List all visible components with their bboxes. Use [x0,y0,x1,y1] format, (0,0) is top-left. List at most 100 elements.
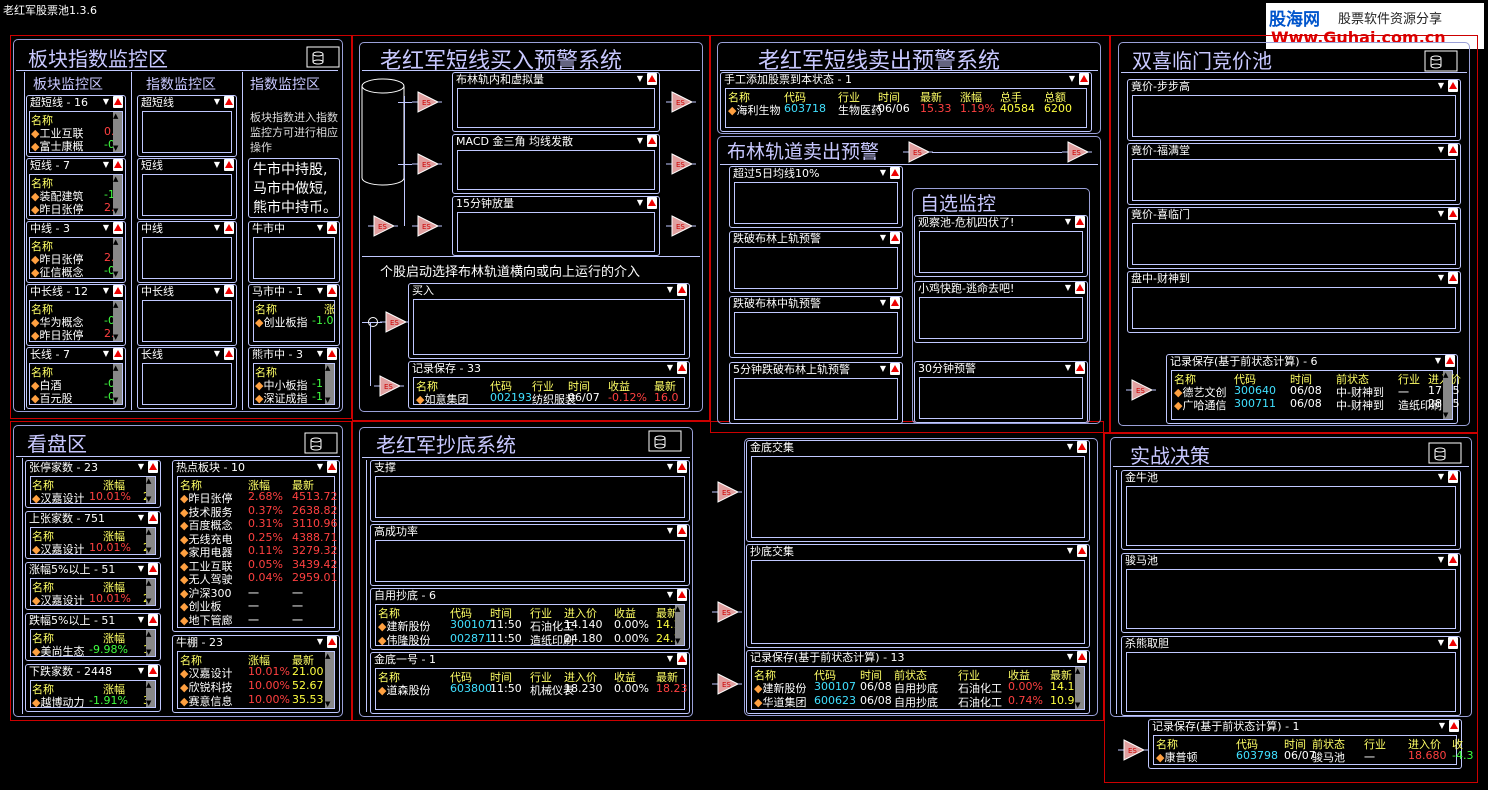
dropdown-icon[interactable]: ▼ [213,223,220,232]
dropdown-icon[interactable]: ▼ [137,564,144,573]
alert-gate-icon[interactable] [380,310,410,334]
decision-window[interactable]: 金牛池▼ [1121,470,1461,550]
dropdown-icon[interactable]: ▼ [316,286,323,295]
dropdown-icon[interactable]: ▼ [636,74,643,83]
dropdown-icon[interactable]: ▼ [1064,363,1071,372]
table-row[interactable]: ◆创业板一一 [178,598,334,613]
up-arrow-icon[interactable] [677,525,687,537]
up-arrow-icon[interactable] [1075,282,1085,294]
scrollbar[interactable] [113,364,122,404]
scrollbar[interactable] [146,579,155,605]
dropdown-icon[interactable]: ▼ [666,654,673,663]
dropdown-icon[interactable]: ▼ [1066,652,1073,661]
up-arrow-icon[interactable] [1448,471,1458,483]
table-row[interactable]: ◆白酒-0. [30,377,122,392]
auction-window[interactable]: 竟价-喜临门▼ [1127,207,1461,269]
up-arrow-icon[interactable] [677,284,687,296]
alert-gate-icon[interactable] [1062,140,1092,164]
index-window[interactable]: 超短线▼ [137,95,237,157]
up-arrow-icon[interactable] [224,348,234,360]
scrollbar[interactable] [113,175,122,215]
index-window[interactable]: 长线▼ [137,347,237,409]
up-arrow-icon[interactable] [647,197,657,209]
up-arrow-icon[interactable] [677,461,687,473]
watch-condition-window[interactable]: 30分钟预警▼ [914,361,1088,423]
dropdown-icon[interactable]: ▼ [1066,546,1073,555]
dropdown-icon[interactable]: ▼ [636,136,643,145]
watch-condition-window[interactable]: 小鸡快跑-逃命去吧!▼ [914,281,1088,343]
dropdown-icon[interactable]: ▼ [879,364,886,373]
index-window[interactable]: 中长线▼ [137,284,237,346]
up-arrow-icon[interactable] [113,348,123,360]
dropdown-icon[interactable]: ▼ [879,168,886,177]
alert-gate-icon[interactable] [666,90,696,114]
up-arrow-icon[interactable] [327,348,337,360]
dropdown-icon[interactable]: ▼ [1068,74,1075,83]
up-arrow-icon[interactable] [327,636,337,648]
up-arrow-icon[interactable] [1077,545,1087,557]
dropdown-icon[interactable]: ▼ [137,666,144,675]
dropdown-icon[interactable]: ▼ [137,513,144,522]
up-arrow-icon[interactable] [1448,637,1458,649]
alert-gate-icon[interactable] [712,600,742,624]
scrollbar[interactable] [146,681,155,707]
up-arrow-icon[interactable] [1448,272,1458,284]
dropdown-icon[interactable]: ▼ [879,298,886,307]
dropdown-icon[interactable]: ▼ [1066,442,1073,451]
database-icon[interactable] [306,46,340,68]
scrollbar[interactable] [1075,667,1084,709]
dropdown-icon[interactable]: ▼ [1437,555,1444,564]
decision-window[interactable]: 杀熊取胆▼ [1121,636,1461,716]
up-arrow-icon[interactable] [890,167,900,179]
dropdown-icon[interactable]: ▼ [137,615,144,624]
gold-cross-window[interactable]: 金底交集▼ [746,440,1090,542]
table-row[interactable]: ◆富士康概-0. [30,138,122,153]
dropdown-icon[interactable]: ▼ [213,349,220,358]
up-arrow-icon[interactable] [224,96,234,108]
up-arrow-icon[interactable] [1079,73,1089,85]
up-arrow-icon[interactable] [148,665,158,677]
table-row[interactable]: ◆华为概念-0. [30,314,122,329]
buy-condition-window[interactable]: 15分钟放量▼ [452,196,660,256]
table-row[interactable]: ◆装配建筑-1. [30,188,122,203]
database-icon[interactable] [304,432,338,454]
dropdown-icon[interactable]: ▼ [316,462,323,471]
dropdown-icon[interactable]: ▼ [213,97,220,106]
up-arrow-icon[interactable] [224,159,234,171]
dropdown-icon[interactable]: ▼ [666,590,673,599]
up-arrow-icon[interactable] [1448,208,1458,220]
alert-gate-icon[interactable] [1118,738,1148,762]
table-row[interactable]: ◆越博动力-1.91%3 [31,694,155,709]
scrollbar[interactable] [675,605,684,645]
sector-window[interactable]: 长线 - 7▼名称◆白酒-0.◆百元股-0. [26,347,126,409]
auction-window[interactable]: 竟价-步步高▼ [1127,79,1461,141]
dropdown-icon[interactable]: ▼ [316,349,323,358]
up-arrow-icon[interactable] [327,222,337,234]
dropdown-icon[interactable]: ▼ [102,97,109,106]
up-arrow-icon[interactable] [890,363,900,375]
bottom-cross-window[interactable]: 抄底交集▼ [746,544,1090,648]
dropdown-icon[interactable]: ▼ [666,363,673,372]
decision-window[interactable]: 骏马池▼ [1121,553,1461,633]
up-arrow-icon[interactable] [113,159,123,171]
up-arrow-icon[interactable] [148,512,158,524]
table-row[interactable]: ◆美尚生态-9.98%1 [31,643,155,658]
